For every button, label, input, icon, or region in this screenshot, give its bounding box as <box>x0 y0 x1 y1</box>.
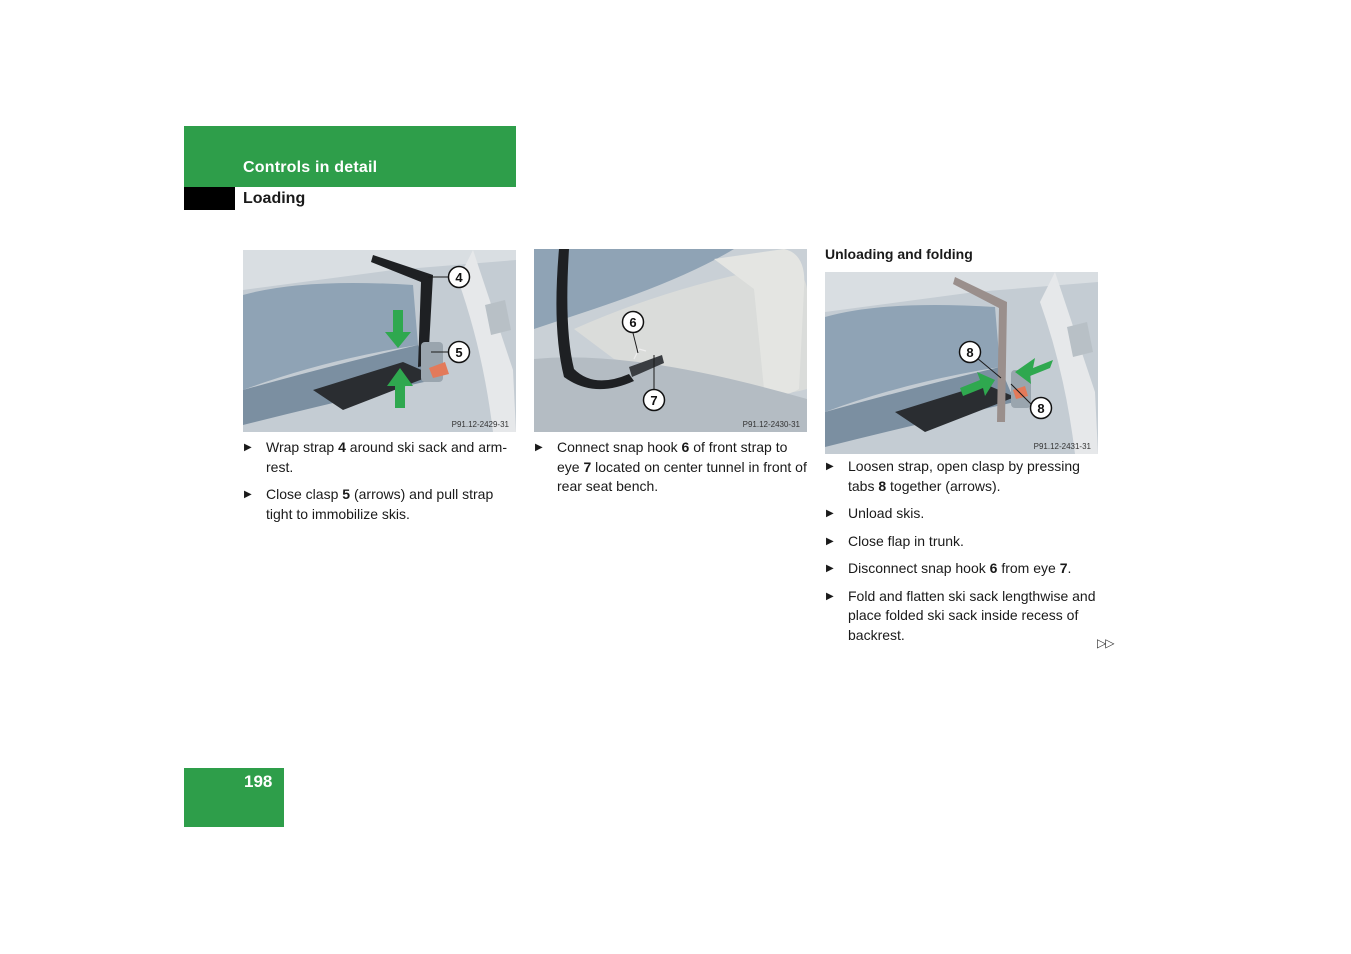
figure-illustration-2: 6 7 <box>534 249 807 432</box>
step-item: ▶ Fold and flatten ski sack lengthwise an… <box>825 587 1101 646</box>
step-reference-number: 7 <box>583 458 592 475</box>
step-text: Unload skis. <box>848 505 925 521</box>
step-text: . <box>1067 560 1072 576</box>
figure-code: P91.12-2429-31 <box>451 420 509 429</box>
step-text: from eye <box>997 560 1060 576</box>
step-item: ▶ Close clasp 5 (arrows) and pull strap t… <box>243 485 519 524</box>
bullet-triangle-icon: ▶ <box>826 563 834 574</box>
step-text: Connect snap hook <box>557 439 682 455</box>
section-marker-tab <box>184 187 235 210</box>
subsection-heading: Unloading and folding <box>825 246 973 262</box>
step-text: Loosen strap, open clasp by pressing tab… <box>848 458 1080 494</box>
step-text: Close flap in trunk. <box>848 532 964 549</box>
step-text: (arrows) and pull strap tight to immobil… <box>266 486 494 522</box>
step-reference-number: 5 <box>342 486 351 502</box>
page-number: 198 <box>244 772 273 791</box>
continue-arrows-icon: ▷▷ <box>1097 636 1114 650</box>
callout-circle-5 <box>447 340 471 364</box>
bullet-triangle-icon: ▶ <box>826 535 834 547</box>
step-reference-number: 6 <box>681 439 690 455</box>
step-text: Wrap strap <box>266 439 339 455</box>
step-item: ▶ Wrap strap 4 around ski sack and arm-re… <box>243 438 519 477</box>
figure-open-clasp: 8 8 P91.12-2431-31 <box>825 272 1098 454</box>
step-item: ▶ Unload skis. <box>825 504 1101 524</box>
bullet-triangle-icon: ▶ <box>826 590 834 602</box>
step-item: ▶ Loosen strap, open clasp by pressing ta… <box>825 457 1101 496</box>
step-text: Fold and flatten ski sack lengthwise and… <box>848 587 1096 643</box>
callout-label-6: 6 <box>629 315 636 330</box>
step-text: Close clasp <box>266 486 343 502</box>
callout-label-4: 4 <box>455 270 463 285</box>
step-text: of front strap to eye <box>557 439 788 475</box>
bullet-triangle-icon: ▶ <box>244 489 252 500</box>
step-reference-number: 8 <box>878 477 887 494</box>
chapter-header-band <box>184 126 516 187</box>
step-list-middle: ▶ Connect snap hook 6 of front strap to e… <box>534 438 810 505</box>
step-text: together (arrows). <box>886 477 1001 494</box>
step-text: around ski sack and arm-rest. <box>266 439 507 475</box>
step-item: ▶ Disconnect snap hook 6 from eye 7. <box>825 559 1101 579</box>
figure-snap-hook: 6 7 P91.12-2430-31 <box>534 249 807 432</box>
step-text: located on center tunnel in front of rea… <box>557 458 807 495</box>
section-title: Loading <box>243 190 306 207</box>
callout-label-7: 7 <box>650 393 657 408</box>
callout-circle-6 <box>621 310 645 334</box>
callout-circle-4 <box>447 265 471 289</box>
step-list-left: ▶ Wrap strap 4 around ski sack and arm-re… <box>243 438 519 532</box>
step-reference-number: 6 <box>989 560 998 576</box>
step-item: ▶ Close flap in trunk. <box>825 532 1101 552</box>
step-text: Disconnect snap hook <box>848 560 990 576</box>
bullet-triangle-icon: ▶ <box>826 461 834 472</box>
chapter-title: Controls in detail <box>243 159 378 176</box>
callout-label-5: 5 <box>455 345 462 360</box>
step-reference-number: 7 <box>1059 560 1068 576</box>
callout-circle-8b <box>1029 396 1053 420</box>
figure-code: P91.12-2430-31 <box>742 420 800 429</box>
step-reference-number: 4 <box>338 439 346 455</box>
callout-label-8b: 8 <box>1037 401 1044 416</box>
figure-illustration-3: 8 8 <box>825 272 1098 454</box>
bullet-triangle-icon: ▶ <box>826 508 834 519</box>
step-item: ▶ Connect snap hook 6 of front strap to e… <box>534 438 810 497</box>
figure-wrap-strap: 4 5 P91.12-2429-31 <box>243 250 516 432</box>
callout-circle-7 <box>642 388 666 412</box>
figure-illustration-1: 4 5 <box>243 250 516 432</box>
page-number-box <box>184 768 284 827</box>
step-list-right: ▶ Loosen strap, open clasp by pressing ta… <box>825 457 1101 653</box>
callout-label-8a: 8 <box>966 345 973 360</box>
callout-circle-8a <box>958 340 982 364</box>
bullet-triangle-icon: ▶ <box>244 442 252 453</box>
bullet-triangle-icon: ▶ <box>535 442 543 453</box>
figure-code: P91.12-2431-31 <box>1033 442 1091 451</box>
